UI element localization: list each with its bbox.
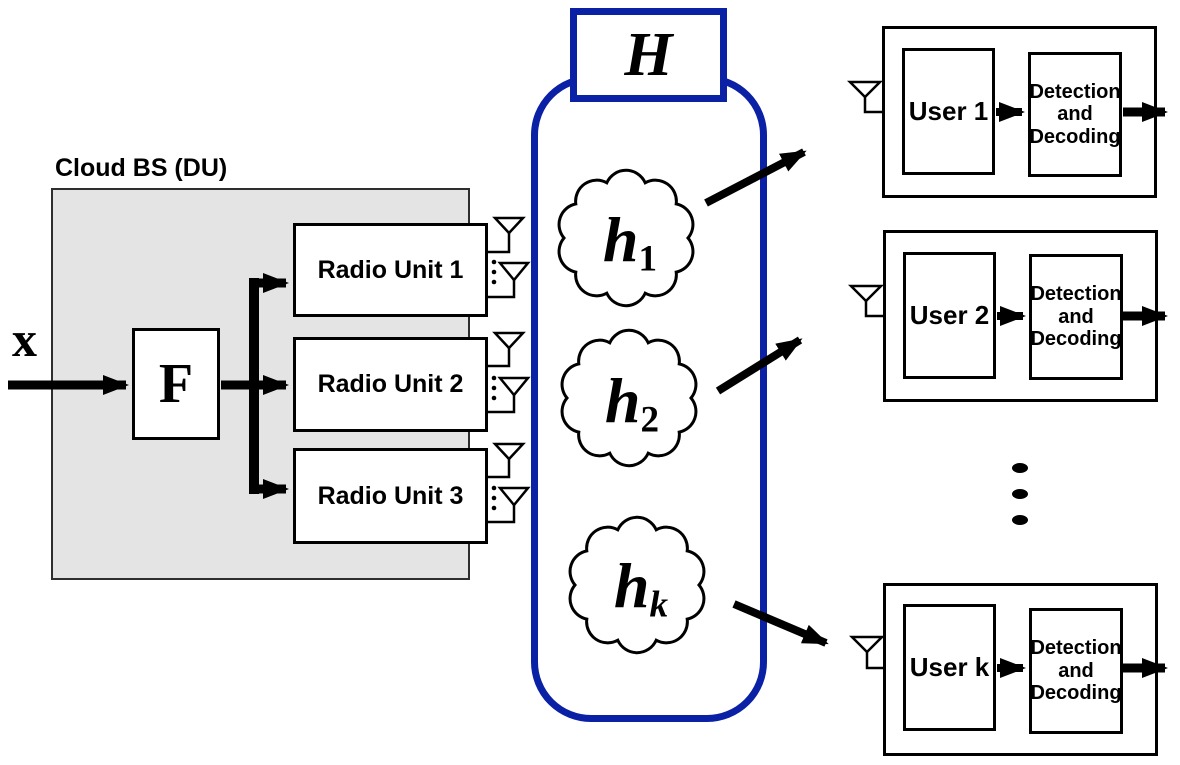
user-2-detection-label: Detection and Decoding bbox=[1030, 283, 1122, 351]
user-1-label: User 1 bbox=[908, 96, 989, 126]
user-k-antenna-icon bbox=[848, 635, 886, 670]
user-1-detection-block: Detection and Decoding bbox=[1028, 52, 1122, 177]
channel-cloud-2-label: h2 bbox=[605, 369, 659, 439]
radio-unit-2-label: Radio Unit 2 bbox=[317, 370, 464, 398]
user-k-block: User k bbox=[903, 604, 996, 731]
user-2-label: User 2 bbox=[909, 300, 990, 330]
channel-h2-sub: 2 bbox=[640, 399, 660, 441]
user-k-detection-block: Detection and Decoding bbox=[1029, 608, 1123, 734]
user-2-block: User 2 bbox=[903, 252, 996, 379]
channel-hk-sub: k bbox=[649, 584, 669, 626]
radio-unit-2-antenna-icons bbox=[487, 331, 531, 414]
channel-matrix-symbol: H bbox=[624, 21, 673, 89]
radio-unit-3-label: Radio Unit 3 bbox=[317, 481, 464, 510]
radio-unit-1-antenna-icons bbox=[487, 216, 531, 299]
channel-matrix-block: H bbox=[570, 8, 727, 102]
user-2-detection-block: Detection and Decoding bbox=[1029, 254, 1123, 380]
precoder-symbol: F bbox=[158, 353, 194, 415]
channel-h1-base: h bbox=[602, 204, 639, 275]
user-1-antenna-icon bbox=[846, 80, 884, 114]
radio-unit-2-block: Radio Unit 2 bbox=[293, 337, 488, 432]
input-signal-label: x bbox=[12, 311, 37, 367]
radio-unit-3-antenna-icons bbox=[487, 442, 531, 524]
channel-cloud-1-label: h1 bbox=[603, 208, 657, 278]
radio-unit-1-block: Radio Unit 1 bbox=[293, 223, 488, 317]
antenna-ellipsis-dots bbox=[491, 485, 497, 511]
channel-cloud-k-label: hk bbox=[614, 554, 668, 624]
channel-hk-base: h bbox=[613, 550, 650, 621]
cloud-bs-title: Cloud BS (DU) bbox=[55, 154, 228, 182]
radio-unit-3-block: Radio Unit 3 bbox=[293, 448, 488, 544]
antenna-ellipsis-dots bbox=[491, 259, 497, 285]
user-1-block: User 1 bbox=[902, 48, 995, 175]
users-ellipsis-dots bbox=[1012, 463, 1028, 525]
channel-h1-sub: 1 bbox=[638, 238, 658, 280]
antenna-ellipsis-dots bbox=[491, 375, 497, 401]
precoder-block: F bbox=[132, 328, 220, 440]
radio-unit-1-label: Radio Unit 1 bbox=[317, 255, 464, 284]
user-k-label: User k bbox=[909, 652, 990, 682]
user-2-antenna-icon bbox=[847, 284, 885, 318]
channel-h2-base: h bbox=[604, 365, 641, 436]
user-1-detection-label: Detection and Decoding bbox=[1029, 80, 1121, 148]
user-k-detection-label: Detection and Decoding bbox=[1030, 637, 1122, 705]
